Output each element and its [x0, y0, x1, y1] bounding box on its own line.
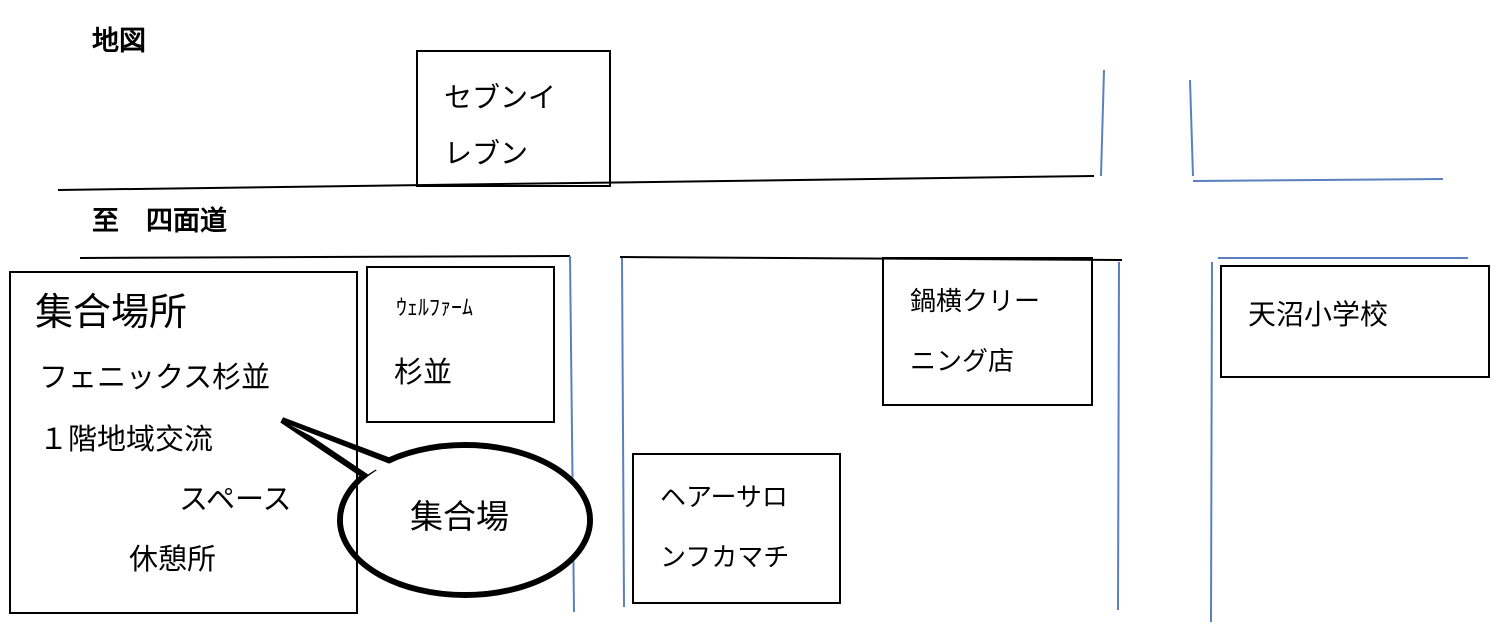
road-line-top [57, 175, 1095, 191]
welfarm-box: ｳｪﾙﾌｧｰﾑ 杉並 [366, 266, 555, 423]
seven-eleven-box: セブンイ レブン [416, 50, 611, 187]
assembly-place-box: 集合場所 フェニックス杉並 １階地域交流 スペース 休憩所 [9, 271, 358, 614]
assembly-line-1: フェニックス杉並 [39, 360, 271, 394]
road-label: 至 四面道 [92, 206, 227, 237]
callout-bubble [280, 417, 593, 598]
cleaning-label-1: 鍋横クリー [910, 287, 1041, 317]
school-label: 天沼小学校 [1248, 298, 1389, 331]
road-line-bottom-left [79, 255, 571, 259]
cleaning-box: 鍋横クリー ニング店 [882, 257, 1093, 406]
cleaning-label-2: ニング店 [910, 347, 1015, 377]
seven-eleven-label-2: レブン [444, 137, 529, 170]
welfarm-label-1: ｳｪﾙﾌｧｰﾑ [396, 296, 474, 321]
assembly-line-4: 休憩所 [129, 542, 217, 576]
assembly-line-2: １階地域交流 [39, 422, 214, 456]
callout-text: 集合場 [410, 497, 509, 536]
map-title: 地図 [92, 26, 146, 57]
school-box: 天沼小学校 [1220, 265, 1490, 378]
welfarm-label-2: 杉並 [394, 355, 453, 389]
assembly-line-3: スペース [179, 482, 292, 516]
hair-salon-label-1: ヘアーサロ [660, 483, 788, 513]
assembly-heading: 集合場所 [35, 290, 188, 334]
seven-eleven-label-1: セブンイ [444, 81, 557, 114]
road-line-bottom-mid [619, 256, 1123, 261]
hair-salon-box: ヘアーサロ ンフカマチ [632, 453, 841, 604]
hair-salon-label-2: ンフカマチ [660, 543, 790, 573]
blue-road-lines [569, 69, 1468, 623]
